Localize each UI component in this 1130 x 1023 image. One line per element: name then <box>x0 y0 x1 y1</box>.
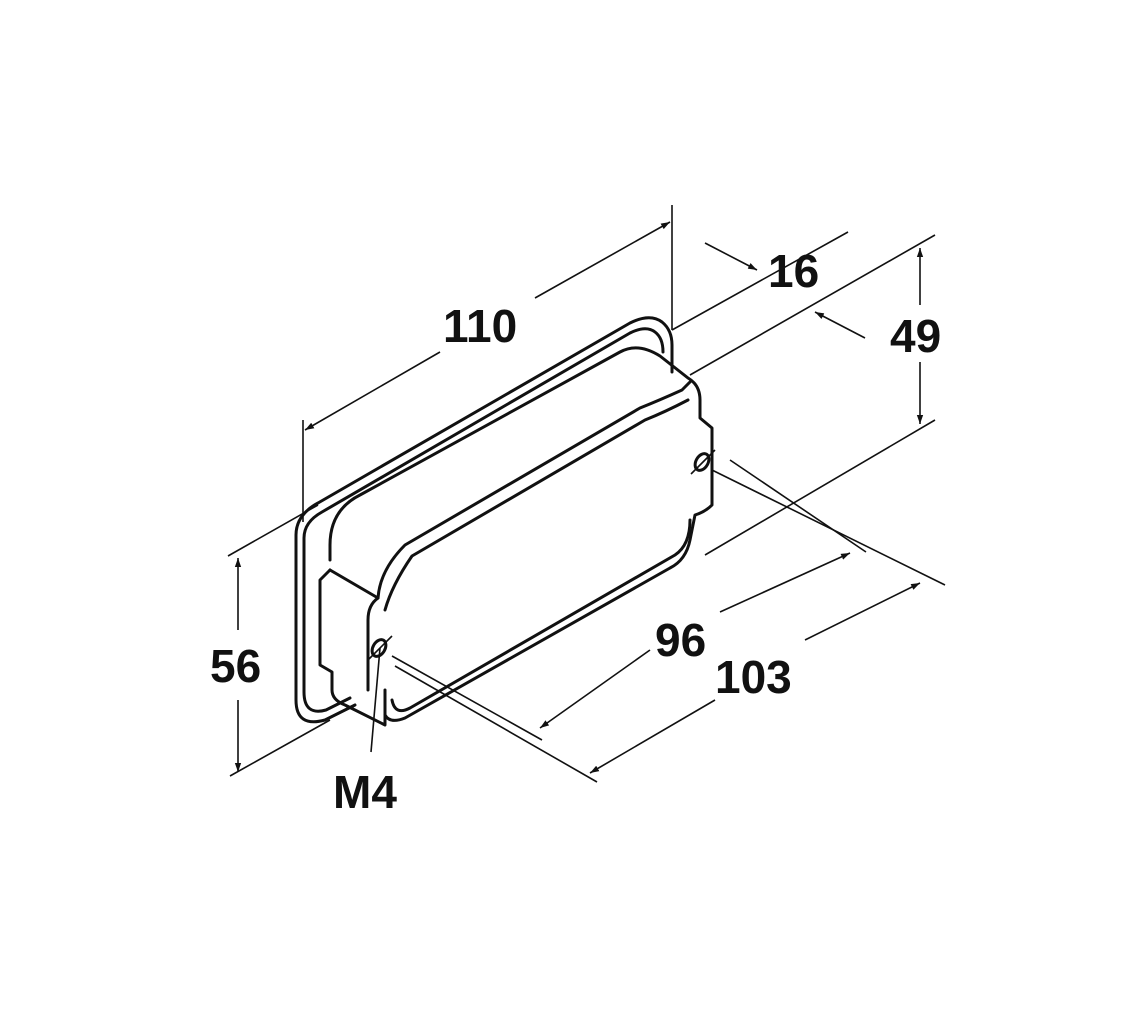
dimension-56: 56 <box>210 504 331 777</box>
handle-outline <box>294 316 716 727</box>
dimension-label-outer-height: 56 <box>210 640 261 692</box>
thread-callout: M4 <box>333 647 397 818</box>
dimension-49: 49 <box>704 248 941 556</box>
dimension-label-inner-length: 103 <box>715 651 792 703</box>
dimension-103: 103 <box>394 469 946 783</box>
dimension-16: 16 <box>671 231 936 376</box>
dimension-label-length: 110 <box>443 300 517 352</box>
dimension-110: 110 <box>302 205 673 522</box>
dimension-96: 96 <box>391 459 867 741</box>
thread-label: M4 <box>333 766 397 818</box>
dimension-label-inner-height: 49 <box>890 310 941 362</box>
dimension-label-hole-spacing: 96 <box>655 614 706 666</box>
dimension-label-depth: 16 <box>768 245 819 297</box>
